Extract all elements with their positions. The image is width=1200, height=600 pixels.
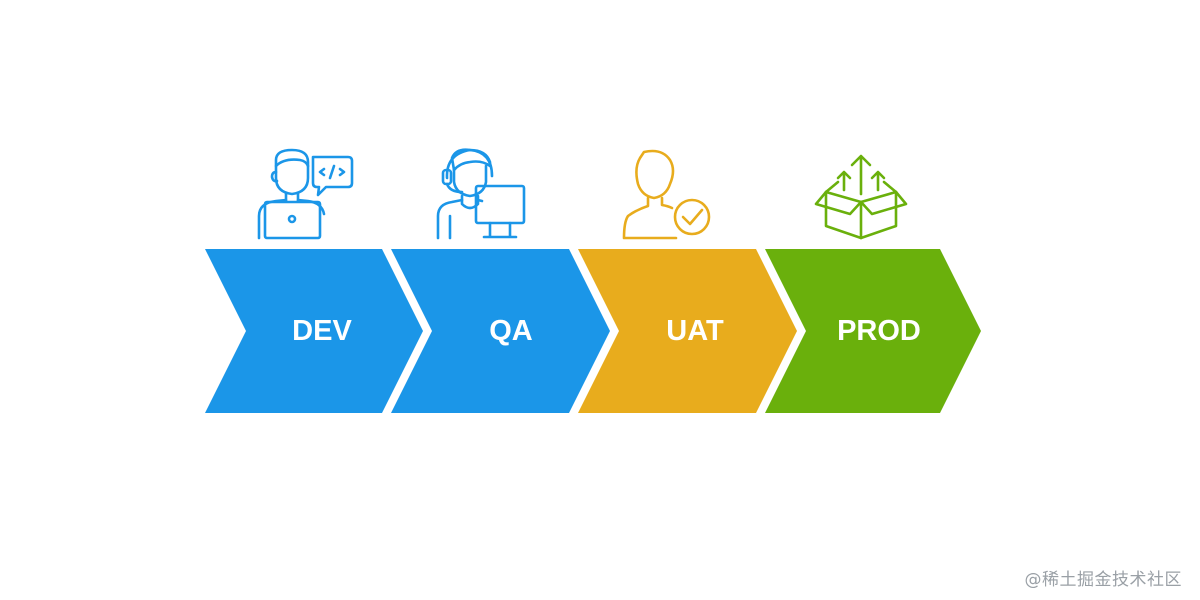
pipeline-chevrons	[205, 249, 981, 413]
user-checkmark-icon	[622, 149, 711, 240]
stage-label-prod: PROD	[837, 315, 921, 347]
stage-label-qa: QA	[489, 315, 533, 347]
qa-tester-headset-icon	[436, 148, 526, 240]
chevron-prod	[765, 249, 981, 413]
stage-label-uat: UAT	[666, 315, 724, 347]
stage-label-dev: DEV	[292, 315, 352, 347]
developer-laptop-icon	[257, 148, 354, 240]
chevron-uat	[578, 249, 797, 413]
watermark-text: @稀土掘金技术社区	[1024, 570, 1182, 590]
package-deploy-icon	[814, 154, 908, 240]
chevron-dev	[205, 249, 423, 413]
chevron-qa	[391, 249, 610, 413]
